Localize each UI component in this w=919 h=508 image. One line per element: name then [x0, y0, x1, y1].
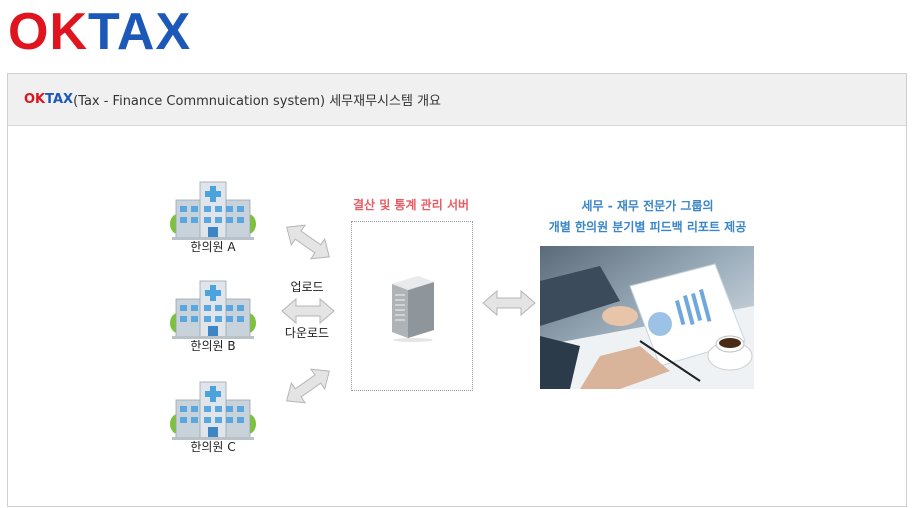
clinic-b: 한의원 B: [168, 279, 258, 354]
double-arrow-icon: [280, 220, 336, 264]
server-box: [351, 221, 473, 391]
clinic-c: 한의원 C: [168, 380, 258, 455]
title-brand-tax: TAX: [45, 92, 74, 107]
hospital-building-icon: [169, 280, 257, 339]
server-title: 결산 및 통계 관리 서버: [352, 198, 470, 212]
upload-label: 업로드: [290, 280, 324, 294]
server-icon: [392, 276, 434, 342]
download-label: 다운로드: [284, 326, 330, 340]
expert-title: 세무 - 재무 전문가 그룹의 개별 한의원 분기별 피드백 리포트 제공: [530, 196, 765, 238]
double-arrow-icon: [281, 298, 335, 324]
clinic-a: 한의원 A: [168, 180, 258, 255]
clinic-a-label: 한의원 A: [190, 240, 236, 254]
double-arrow-icon: [482, 290, 536, 316]
clinic-c-label: 한의원 C: [190, 440, 236, 454]
expert-title-line2: 개별 한의원 분기별 피드백 리포트 제공: [548, 220, 747, 234]
title-brand-ok: OK: [24, 92, 46, 107]
expert-title-line1: 세무 - 재무 전문가 그룹의: [581, 199, 714, 213]
hospital-building-icon: [169, 181, 257, 240]
logo-tax: TAX: [88, 3, 192, 61]
title-text: (Tax - Finance Commnuication system) 세무재…: [73, 94, 441, 109]
double-arrow-icon: [280, 364, 336, 408]
oktax-logo: OKTAX: [8, 4, 191, 60]
hospital-building-icon: [169, 381, 257, 440]
clinic-b-label: 한의원 B: [190, 339, 236, 353]
expert-meeting-photo: [540, 246, 754, 389]
logo-ok: OK: [8, 3, 88, 61]
